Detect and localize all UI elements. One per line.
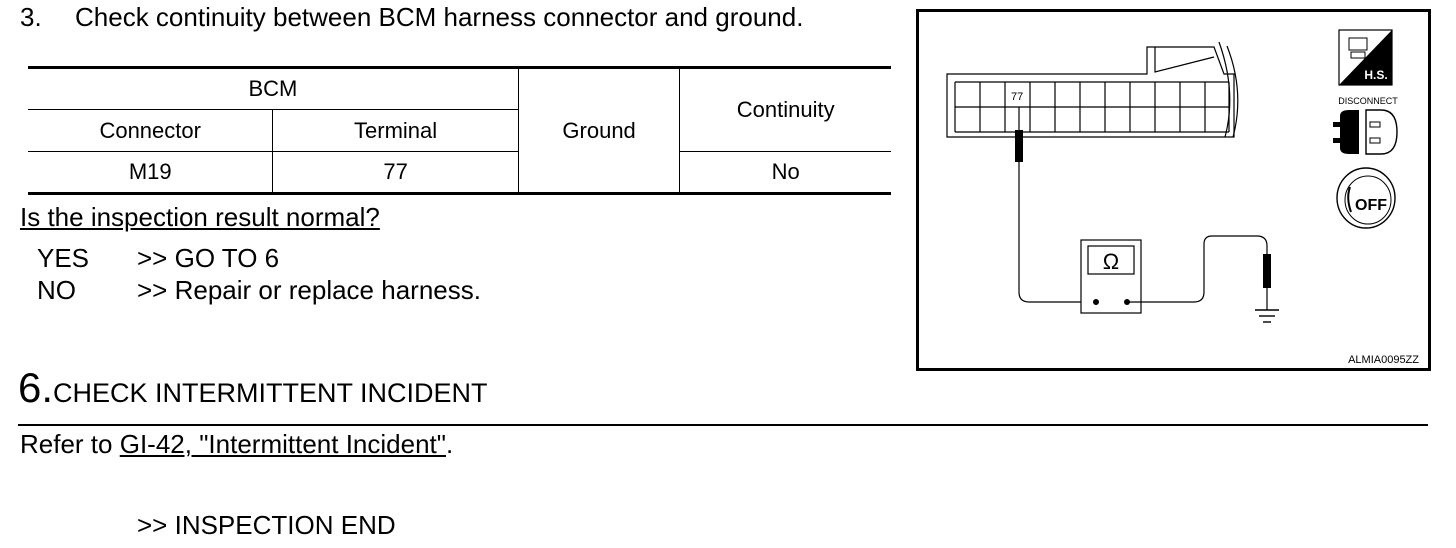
off-label: OFF [1355, 197, 1387, 214]
refer-prefix: Refer to [20, 429, 120, 459]
step-title: CHECK INTERMITTENT INCIDENT [53, 378, 488, 408]
answer-label: YES [37, 243, 90, 273]
ohmmeter-icon [1080, 239, 1142, 314]
terminal-cell: 77 [272, 151, 519, 194]
answer-text: >> GO TO 6 [137, 243, 280, 273]
inspection-question: Is the inspection result normal? [20, 202, 380, 232]
table-subheader-row: Connector Terminal [28, 109, 891, 152]
continuity-cell: No [679, 151, 891, 194]
probe-lead-terminal [1015, 107, 1084, 303]
ground-icon [1255, 309, 1279, 323]
ground-header: Ground [517, 67, 681, 194]
step-6-heading: 6.CHECK INTERMITTENT INCIDENT [18, 364, 488, 412]
step-number: 6. [18, 364, 54, 411]
step-text: Check continuity between BCM harness con… [75, 2, 804, 32]
table-row: M19 77 No [28, 151, 891, 194]
reference-link[interactable]: GI-42, "Intermittent Incident" [119, 429, 446, 459]
bcm-connector [946, 41, 1239, 138]
continuity-header: Continuity [679, 67, 891, 152]
answer-yes: YES >> GO TO 6 [37, 243, 279, 274]
answer-text: >> Repair or replace harness. [137, 275, 481, 305]
bcm-header: BCM [28, 67, 519, 110]
disconnect-label: DISCONNECT [1338, 96, 1398, 106]
hs-icon [1338, 29, 1393, 86]
connector-header: Connector [28, 109, 274, 152]
inspection-end: >> INSPECTION END [137, 510, 396, 540]
table-header-row: BCM Ground Continuity [28, 67, 891, 194]
hs-label: H.S. [1364, 68, 1387, 82]
refer-line: Refer to GI-42, "Intermittent Incident". [20, 429, 453, 460]
ignition-off-icon [1336, 167, 1396, 229]
step-number: 3. [20, 2, 42, 32]
terminal-label: 77 [1011, 91, 1023, 103]
section-divider [18, 424, 1428, 426]
answer-label: NO [37, 275, 76, 305]
refer-suffix: . [446, 429, 454, 459]
terminal-header: Terminal [272, 109, 519, 152]
continuity-spec-table: BCM Ground Continuity Connector Terminal… [28, 66, 891, 195]
figure-id: ALMIA0095ZZ [1348, 354, 1419, 366]
probe-lead-ground [1127, 235, 1271, 310]
ohm-symbol: Ω [1103, 249, 1119, 274]
disconnect-icon [1333, 109, 1398, 155]
figure-illustration: 77 Ω [946, 29, 1419, 366]
step-3-instruction: 3. Check continuity between BCM harness c… [20, 2, 803, 33]
wiring-figure: 77 Ω [916, 9, 1431, 371]
connector-cell: M19 [28, 151, 274, 194]
answer-no: NO >> Repair or replace harness. [37, 275, 481, 306]
